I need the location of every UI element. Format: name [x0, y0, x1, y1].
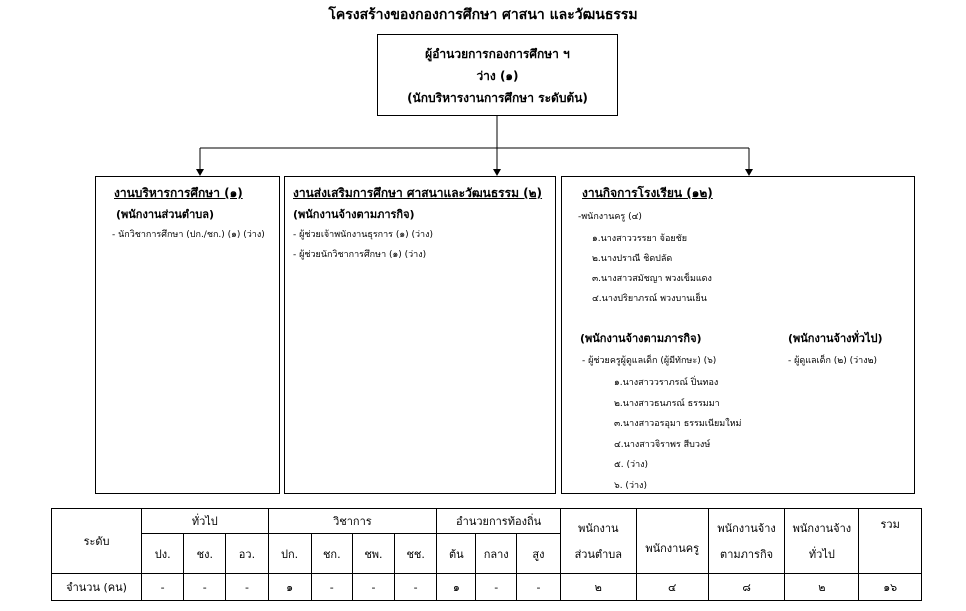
list-item: ๑.นางสาววรรยา จ้อยชัย — [592, 234, 688, 244]
sub-header: อว. — [225, 533, 269, 574]
group-teacher: พนักงานครู — [635, 508, 709, 574]
teachers-label: -พนักงานครู (๔) — [578, 212, 642, 222]
mission-staff-list: ๑.นางสาววราภรณ์ ปิ่นทอง ๒.นางสาวธนภรณ์ ธ… — [614, 373, 742, 496]
list-item: ๕. (ว่าง) — [614, 460, 649, 470]
list-item: ๒.นางสาวธนภรณ์ ธรรมมา — [614, 398, 720, 409]
dept-education-admin-item: - นักวิชาการศึกษา (ปก./ชก.) (๑) (ว่าง) — [112, 230, 265, 240]
teachers-list: ๑.นางสาววรรยา จ้อยชัย ๒.นางปราณี ชิดปลัด… — [592, 229, 712, 309]
sub-header: ชก. — [310, 533, 353, 574]
list-item: ๒.นางปราณี ชิดปลัด — [592, 254, 673, 264]
mission-staff-label: (พนักงานจ้างตามภารกิจ) — [580, 332, 702, 345]
director-box: ผู้อำนวยการกองการศึกษา ฯ ว่าง (๑) (นักบร… — [377, 34, 618, 116]
general-staff-item: - ผู้ดูแลเด็ก (๒) (ว่าง๒) — [788, 356, 878, 366]
dept-promotion-item: - ผู้ช่วยนักวิชาการศึกษา (๑) (ว่าง) — [293, 250, 427, 260]
list-item: ๑.นางสาววราภรณ์ ปิ่นทอง — [614, 378, 719, 388]
dept-promotion-title: งานส่งเสริมการศึกษา ศาสนาและวัฒนธรรม (๒) — [293, 186, 543, 200]
count-cell: - — [351, 573, 396, 601]
mission-staff-item: - ผู้ช่วยครูผู้ดูแลเด็ก (ผู้มีทักษะ) (๖) — [582, 356, 717, 366]
page-title: โครงสร้างของกองการศึกษา ศาสนา และวัฒนธรร… — [328, 7, 638, 23]
count-cell: ๔ — [635, 573, 709, 601]
sub-header: ปก. — [267, 533, 312, 574]
dept-education-admin-subtitle: (พนักงานส่วนตำบล) — [116, 208, 215, 221]
list-item: ๔.นางสาวจิราพร สีบวงษ์ — [614, 439, 711, 450]
count-cell: ๑ — [267, 573, 312, 601]
group-general-staff: พนักงานจ้างทั่วไป — [784, 508, 860, 574]
list-item: ๔.นางปริยาภรณ์ พวงบานเย็น — [592, 294, 707, 304]
group-academic: วิชาการ — [267, 508, 438, 534]
count-cell: ๒ — [559, 573, 637, 601]
dept-school-affairs: งานกิจการโรงเรียน (๑๒) -พนักงานครู (๔) ๑… — [561, 176, 915, 494]
group-mission-staff: พนักงานจ้างตามภารกิจ — [707, 508, 786, 574]
director-position: (นักบริหารงานการศึกษา ระดับต้น) — [407, 91, 588, 105]
count-cell: - — [225, 573, 269, 601]
director-title: ผู้อำนวยการกองการศึกษา ฯ — [425, 47, 570, 61]
sub-header: กลาง — [475, 533, 517, 574]
dept-promotion-subtitle: (พนักงานจ้างตามภารกิจ) — [293, 208, 415, 221]
count-cell: ๘ — [707, 573, 786, 601]
dept-promotion-item: - ผู้ช่วยเจ้าพนักงานธุรการ (๑) (ว่าง) — [293, 230, 434, 240]
group-local-admin: อำนวยการท้องถิ่น — [436, 508, 561, 534]
count-cell: - — [394, 573, 438, 601]
group-general: ทั่วไป — [141, 508, 269, 534]
staff-summary-table: ระดับ ทั่วไป วิชาการ อำนวยการท้องถิ่น พน… — [50, 508, 922, 601]
sub-header: สูง — [515, 533, 561, 574]
count-cell: ๑ — [436, 573, 477, 601]
group-total: รวม — [858, 508, 922, 574]
sub-header: ปง. — [141, 533, 185, 574]
count-cell: - — [515, 573, 561, 601]
count-cell: ๒ — [784, 573, 860, 601]
list-item: ๖. (ว่าง) — [614, 480, 647, 491]
count-cell: ๑๖ — [858, 573, 922, 601]
dept-promotion: งานส่งเสริมการศึกษา ศาสนาและวัฒนธรรม (๒)… — [284, 176, 556, 494]
count-cell: - — [141, 573, 185, 601]
general-staff-label: (พนักงานจ้างทั่วไป) — [788, 332, 883, 345]
director-status: ว่าง (๑) — [476, 69, 519, 83]
count-cell: - — [310, 573, 353, 601]
count-cell: - — [183, 573, 227, 601]
dept-education-admin: งานบริหารการศึกษา (๑) (พนักงานส่วนตำบล) … — [95, 176, 280, 494]
dept-education-admin-title: งานบริหารการศึกษา (๑) — [114, 186, 243, 200]
sub-header: ต้น — [436, 533, 477, 574]
list-item: ๓.นางสาวอรอุมา ธรรมเนียมใหม่ — [614, 419, 742, 429]
list-item: ๓.นางสาวสมัชญา พวงเข็มแดง — [592, 274, 712, 284]
count-cell: - — [475, 573, 517, 601]
sub-header: ชพ. — [351, 533, 396, 574]
group-tambon-staff: พนักงานส่วนตำบล — [559, 508, 637, 574]
level-header: ระดับ — [50, 508, 143, 574]
count-label: จำนวน (คน) — [50, 573, 143, 601]
sub-header: ชช. — [394, 533, 438, 574]
dept-school-affairs-title: งานกิจการโรงเรียน (๑๒) — [582, 186, 713, 200]
sub-header: ชง. — [183, 533, 227, 574]
